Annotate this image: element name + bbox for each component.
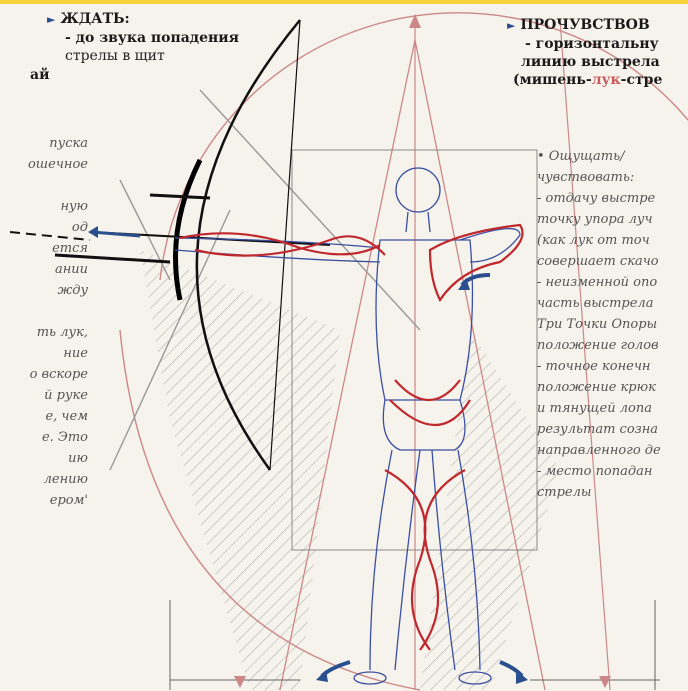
left-column-line: е, чем	[0, 406, 88, 427]
right-column-line: чувствовать:	[537, 167, 688, 188]
feel-line-3: (мишень-лук-стре	[507, 71, 688, 89]
right-column-line: (как лук от точ	[537, 230, 688, 251]
upper-marker-line	[150, 195, 210, 198]
wait-line-1: - до звука попадения	[47, 29, 239, 47]
left-column-line: пуска	[0, 133, 88, 154]
left-column-line: ть лук,	[0, 322, 88, 343]
right-column-line: - точное конечн	[537, 356, 688, 377]
instruction-wait-block: ► ЖДАТЬ: - до звука попадения стрелы в щ…	[47, 10, 239, 65]
blue-arrow-left	[92, 232, 140, 236]
wait-line-2: стрелы в щит	[47, 47, 239, 65]
archer-neck	[406, 212, 430, 232]
left-column-line: жду	[0, 280, 88, 301]
left-column-line: й руке	[0, 385, 88, 406]
left-column-line: ером'	[0, 490, 88, 511]
archer-torso	[376, 240, 472, 400]
left-column-line: од	[0, 217, 88, 238]
right-column-line: совершает скачо	[537, 251, 688, 272]
archer-hips	[383, 400, 465, 450]
right-column-line: результат созна	[537, 419, 688, 440]
right-column-line: - место попадан	[537, 461, 688, 482]
instruction-wait-heading: ► ЖДАТЬ:	[47, 10, 239, 29]
feel-line-1: - горизонтальну	[507, 35, 688, 53]
feel-heading-text: ПРОЧУВСТВОВ	[520, 17, 649, 33]
right-column-line: стрелы	[537, 482, 688, 503]
left-column-line: ется	[0, 238, 88, 259]
right-column-line: и тянущей лопа	[537, 398, 688, 419]
instruction-feel-heading: ► ПРОЧУВСТВОВ	[507, 16, 688, 35]
wait-heading-text: ЖДАТЬ:	[60, 11, 129, 27]
blue-foot-arrow-right-head	[516, 670, 528, 684]
instruction-feel-block: ► ПРОЧУВСТВОВ - горизонтальну линию выст…	[507, 16, 688, 89]
left-column-line: ошечное	[0, 154, 88, 175]
right-column-line: - отдачу выстре	[537, 188, 688, 209]
left-edge-fragment: ай	[30, 66, 49, 84]
bullet-arrow-icon: ►	[47, 13, 55, 26]
right-column-line: положение голов	[537, 335, 688, 356]
right-column-line: направленного де	[537, 440, 688, 461]
feel-line-2: линию выстрела	[507, 53, 688, 71]
left-column-line: ние	[0, 343, 88, 364]
right-column-line: • Ощущать/	[537, 146, 688, 167]
blue-arrow-left-head	[88, 226, 98, 238]
archer-left-leg	[370, 450, 420, 670]
left-column-line	[0, 175, 88, 196]
left-column-line: о вскоре	[0, 364, 88, 385]
right-column-line: точку упора луч	[537, 209, 688, 230]
blue-foot-arrow-left-head	[316, 670, 328, 682]
archer-head	[396, 168, 440, 212]
right-column-line: - неизменной опо	[537, 272, 688, 293]
right-column-line: положение крюк	[537, 377, 688, 398]
right-column-line: часть выстрела	[537, 293, 688, 314]
left-column-line: е. Это	[0, 427, 88, 448]
left-column-line: ию	[0, 448, 88, 469]
right-column-line: Три Точки Опоры	[537, 314, 688, 335]
left-column-line	[0, 301, 88, 322]
bullet-arrow-icon-right: ►	[507, 19, 515, 32]
left-column-line: ании	[0, 259, 88, 280]
red-arrow-down-left	[234, 676, 246, 688]
left-column-line: ную	[0, 196, 88, 217]
left-column-line: лению	[0, 469, 88, 490]
